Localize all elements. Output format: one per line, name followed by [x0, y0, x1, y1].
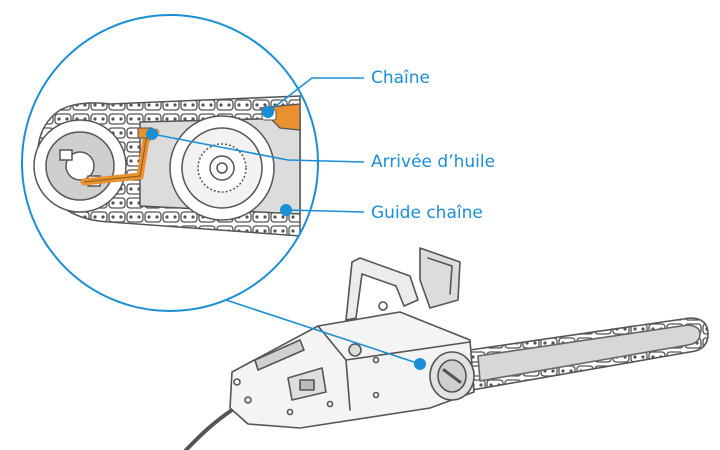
clutch-drum	[169, 115, 275, 221]
saw-callout-dot	[414, 358, 426, 370]
top-handle	[345, 257, 419, 321]
hand-guard	[419, 247, 461, 309]
tension-knob	[429, 351, 475, 401]
guide-bar	[469, 317, 709, 391]
callout-guide-bar	[280, 204, 365, 216]
label-chain: Chaîne	[371, 68, 431, 88]
sprocket	[33, 119, 127, 213]
label-guide-bar: Guide chaîne	[371, 203, 483, 223]
magnifier-connector	[225, 299, 421, 365]
callout-chain	[262, 77, 364, 118]
callout-oil-inlet	[146, 128, 365, 163]
chainsaw	[184, 247, 709, 450]
power-cable	[184, 408, 234, 450]
zoom-circle	[21, 14, 319, 312]
label-oil-inlet: Arrivée d’huile	[371, 152, 496, 172]
